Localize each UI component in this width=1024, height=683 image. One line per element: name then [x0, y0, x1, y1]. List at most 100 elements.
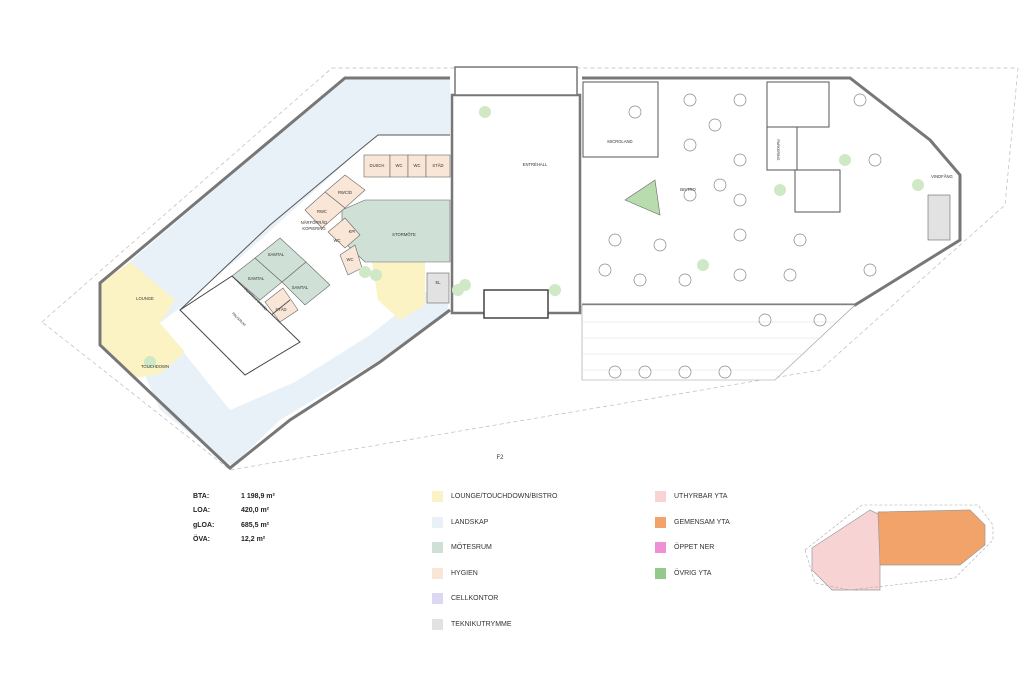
stat-row: ÖVA: 12,2 m² [193, 533, 275, 547]
plant [459, 279, 471, 291]
stat-label: BTA: [193, 493, 210, 500]
plant [697, 259, 709, 271]
legend-label: HYGIEN [451, 569, 478, 577]
legend-item: MÖTESRUM [432, 535, 557, 561]
stat-label: ÖVA: [193, 535, 210, 543]
legend-label: CELLKONTOR [451, 595, 499, 603]
legend-swatch [432, 542, 443, 554]
table [813, 313, 827, 327]
label-vindfang: VINDFÅNG [931, 174, 953, 179]
keyplan-gemensam [877, 509, 986, 566]
microland-room [582, 81, 659, 158]
pausrum-room [179, 275, 301, 376]
label-wc-4: WC [347, 257, 354, 262]
entry-bottom [483, 289, 549, 319]
table [633, 273, 647, 287]
terrace-hatch [582, 321, 840, 371]
label-bistro: BISTRO [680, 187, 696, 192]
bistro-tables [598, 93, 882, 379]
stat-label: gLOA: [193, 521, 215, 529]
legend-label: LANDSKAP [451, 518, 489, 526]
legend-label: UTHYRBAR YTA [674, 493, 728, 501]
table [718, 365, 732, 379]
legend-swatch [432, 567, 443, 579]
legend-item: GEMENSAM YTA [655, 510, 730, 536]
table [708, 118, 722, 132]
plant [370, 269, 382, 281]
legend-swatch [432, 516, 443, 528]
plant [479, 106, 491, 118]
legend-label: LOUNGE/TOUCHDOWN/BISTRO [451, 493, 558, 501]
table [733, 93, 747, 107]
legend-swatch [655, 516, 666, 528]
table [608, 365, 622, 379]
table [653, 238, 667, 252]
label-stormote: STORMÖTE [392, 232, 416, 237]
table [733, 228, 747, 242]
label-microland: MICROLAND [607, 139, 632, 144]
label-entrehall: ENTRÉHALL [523, 162, 548, 167]
table [868, 153, 882, 167]
table [783, 268, 797, 282]
label-samtal-1: SAMTAL [268, 252, 285, 257]
legend-label: ÖPPET NER [674, 544, 715, 552]
legend-label: GEMENSAM YTA [674, 518, 730, 526]
table [863, 263, 877, 277]
parkering-room [766, 124, 798, 171]
table [638, 365, 652, 379]
legend-item: TEKNIKUTRYMME [432, 612, 557, 638]
table [733, 153, 747, 167]
el-room [426, 272, 450, 304]
wc-room-3 [327, 217, 361, 249]
legend-label: MÖTESRUM [451, 544, 492, 552]
legend-left: LOUNGE/TOUCHDOWN/BISTRO LANDSKAP MÖTESRUM H… [432, 484, 557, 637]
legend-item: CELLKONTOR [432, 586, 557, 612]
stat-row: BTA:1 198,9 m² [193, 490, 275, 504]
plant [912, 179, 924, 191]
table [598, 263, 612, 277]
keyplan-uthyrbar [811, 509, 881, 591]
table [793, 233, 807, 247]
label-kpi: KPI [349, 229, 356, 234]
legend-swatch [655, 491, 666, 503]
vindfang-shaft [927, 194, 951, 241]
legend-right: UTHYRBAR YTA GEMENSAM YTA ÖPPET NER ÖVRIG Y… [655, 484, 730, 586]
bistro-counter [624, 179, 661, 216]
stat-value: 12,2 m² [241, 535, 266, 543]
legend-swatch [655, 567, 666, 579]
stad-room [425, 154, 451, 178]
label-el: EL [435, 280, 441, 285]
table [678, 273, 692, 287]
label-floor: F2 [496, 455, 504, 461]
rwc-room [304, 191, 346, 229]
table [733, 268, 747, 282]
label-wc-1: WC [396, 163, 403, 168]
label-narforrad: NÄRFÖRRÅD [301, 220, 328, 225]
legend-label: ÖVRIG YTA [674, 569, 712, 577]
label-samtal-2: SAMTAL [248, 276, 265, 281]
stat-label: LOA: [193, 507, 211, 515]
legend-item: ÖPPET NER [655, 535, 730, 561]
legend-item: HYGIEN [432, 561, 557, 587]
label-rwcd: RWC/D [338, 190, 352, 195]
small-room-1 [766, 81, 830, 128]
terrace [581, 304, 856, 381]
stat-row: LOA:420,0 m² [193, 504, 275, 518]
samtal-room-3 [281, 261, 331, 306]
label-lounge: LOUNGE [136, 296, 154, 301]
plant [144, 356, 156, 368]
stad-room-2 [264, 287, 299, 323]
plants [144, 106, 924, 368]
keyplan-outline [804, 504, 994, 591]
stat-value: 685,5 m² [241, 521, 270, 529]
plant [774, 184, 786, 196]
label-stad: STÄD [432, 163, 443, 168]
table [713, 178, 727, 192]
label-stad-2: STÄD [275, 307, 286, 312]
landskap-zone [105, 78, 450, 466]
legend-swatch [432, 618, 443, 630]
label-rwc: RWC [317, 209, 327, 214]
legend-swatch [655, 542, 666, 554]
